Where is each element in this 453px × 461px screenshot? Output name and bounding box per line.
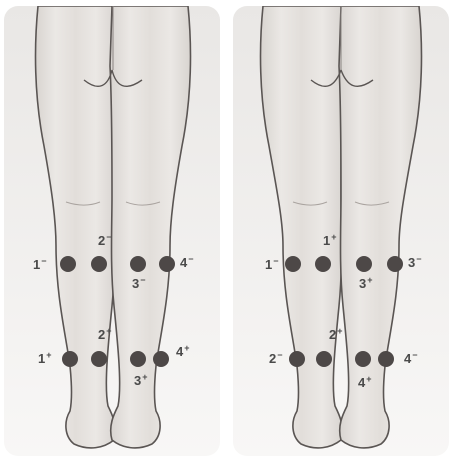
- electrode-label: 1+: [38, 352, 52, 365]
- electrode-label: 4+: [358, 376, 372, 389]
- electrode: [62, 351, 78, 367]
- electrode: [378, 351, 394, 367]
- electrode: [315, 256, 331, 272]
- electrode: [130, 256, 146, 272]
- electrode: [60, 256, 76, 272]
- electrode-label: 2+: [98, 328, 112, 341]
- electrode-label: 1−: [33, 258, 47, 271]
- electrode-label: 3−: [132, 277, 146, 290]
- electrode: [356, 256, 372, 272]
- electrode-label: 2−: [269, 352, 283, 365]
- electrode: [285, 256, 301, 272]
- electrode-label: 2−: [98, 234, 112, 247]
- electrode: [355, 351, 371, 367]
- electrode: [91, 256, 107, 272]
- electrode-label: 1−: [265, 258, 279, 271]
- electrode-label: 4−: [180, 256, 194, 269]
- electrode: [289, 351, 305, 367]
- electrode-label: 3+: [359, 277, 373, 290]
- legs-back-view-illustration: [233, 6, 449, 456]
- electrode: [153, 351, 169, 367]
- electrode: [91, 351, 107, 367]
- electrode-label: 4−: [404, 352, 418, 365]
- electrode-label: 4+: [176, 345, 190, 358]
- electrode: [159, 256, 175, 272]
- electrode-label: 3+: [134, 374, 148, 387]
- electrode: [130, 351, 146, 367]
- electrode-label: 1+: [323, 234, 337, 247]
- right-electrode-diagram: 1− 1+ 3+ 3− 2− 2+ 4+ 4−: [233, 6, 449, 456]
- left-electrode-diagram: 1− 2− 3− 4− 1+ 2+ 3+ 4+: [4, 6, 220, 456]
- electrode: [316, 351, 332, 367]
- electrode-label: 3−: [408, 256, 422, 269]
- electrode: [387, 256, 403, 272]
- legs-back-view-illustration: [4, 6, 220, 456]
- electrode-label: 2+: [329, 328, 343, 341]
